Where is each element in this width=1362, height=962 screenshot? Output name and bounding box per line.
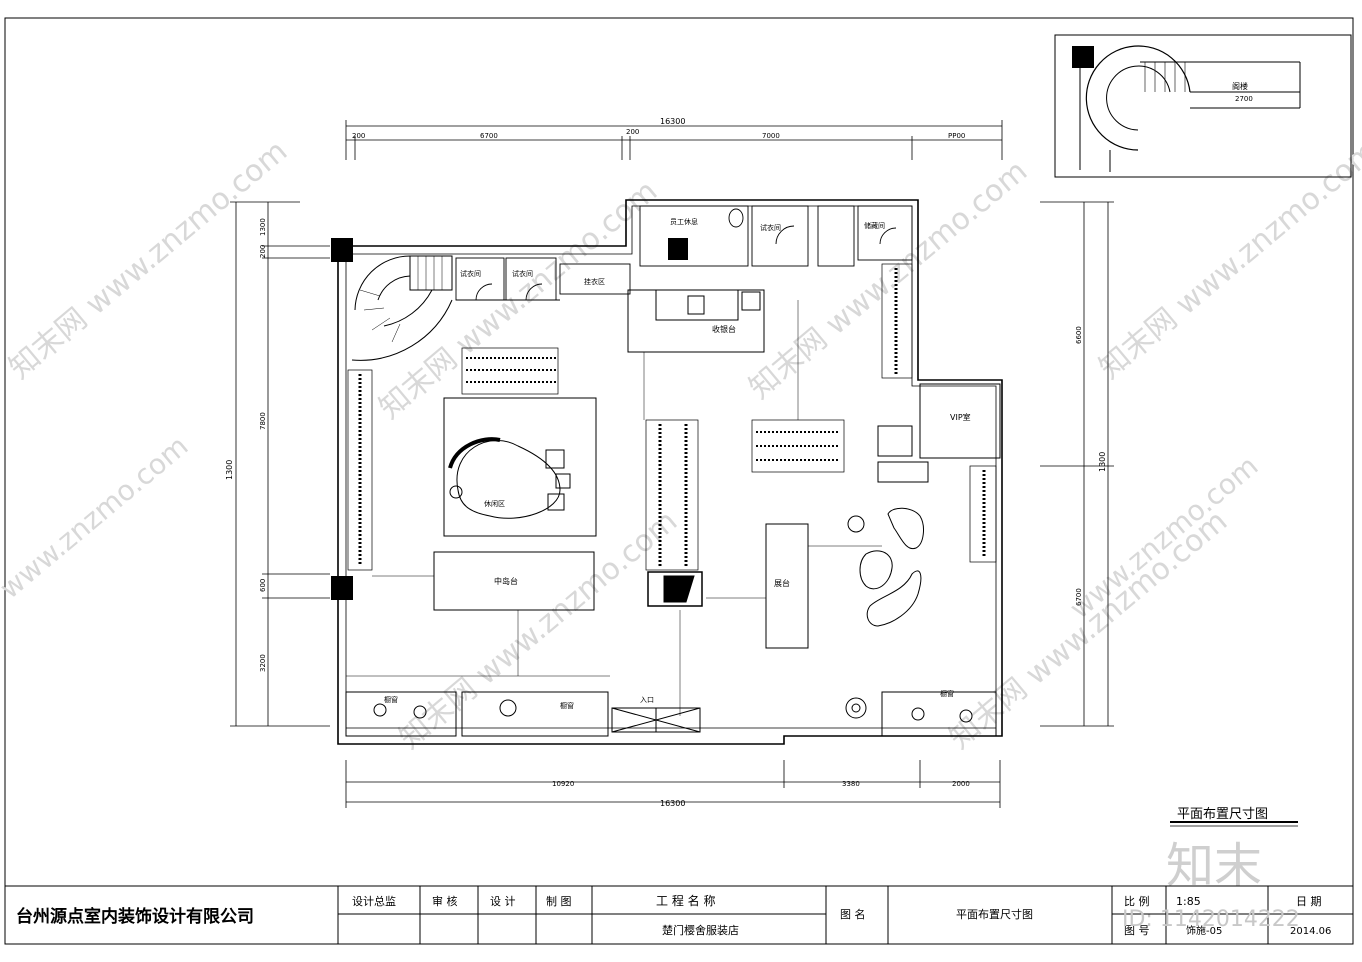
bottom-dimensions bbox=[345, 760, 1001, 808]
tb-project-name: 楚门樱舍服装店 bbox=[662, 923, 739, 937]
dim-bottom-1: 10920 bbox=[552, 780, 574, 788]
guide-lines bbox=[346, 300, 882, 716]
room-window-left: 橱窗 bbox=[384, 695, 398, 704]
spiral-staircase bbox=[351, 255, 453, 361]
tb-date: 2014.06 bbox=[1290, 926, 1331, 937]
dim-top-5: PP00 bbox=[948, 132, 965, 140]
watermark: 知末网 www.znzmo.com bbox=[393, 504, 684, 756]
top-dimensions bbox=[345, 120, 1003, 160]
column bbox=[331, 576, 353, 600]
room-storage: 储藏间 bbox=[864, 221, 885, 230]
dim-right-2: 6700 bbox=[1075, 588, 1083, 606]
dim-right-1: 6600 bbox=[1075, 326, 1083, 344]
dim-left-4: 600 bbox=[259, 579, 267, 592]
room-staff: 员工休息 bbox=[670, 217, 698, 226]
loft-dim: 2700 bbox=[1235, 95, 1253, 103]
mirror-box bbox=[647, 571, 703, 607]
left-dimensions bbox=[230, 201, 330, 727]
lounge-area bbox=[443, 397, 597, 537]
watermark: 知末网 www.znzmo.com bbox=[943, 504, 1234, 756]
tb-drawing-no: 饰施-05 bbox=[1186, 924, 1222, 937]
dim-top-3: 200 bbox=[626, 128, 639, 136]
room-display-table: 展台 bbox=[774, 578, 790, 588]
dim-top-1: 200 bbox=[352, 132, 365, 140]
right-seating bbox=[845, 507, 924, 719]
dim-left-3: 7800 bbox=[259, 412, 267, 430]
dim-top-2: 6700 bbox=[480, 132, 498, 140]
dim-left-total: 1300 bbox=[225, 460, 234, 480]
clothing-racks bbox=[347, 263, 997, 571]
dim-left-1: 1300 bbox=[259, 218, 267, 236]
watermark-layer: 知末网 www.znzmo.com 知末网 www.znzmo.com 知末网 … bbox=[0, 134, 1362, 756]
loft-label: 阁楼 bbox=[1232, 81, 1248, 91]
vip-room bbox=[877, 383, 1001, 483]
room-cashier: 收银台 bbox=[712, 324, 736, 334]
watermark: 知末网 www.znzmo.com bbox=[3, 134, 294, 386]
top-rooms bbox=[455, 205, 913, 301]
dim-left-2: 200 bbox=[259, 245, 267, 258]
room-lounge: 休闲区 bbox=[484, 499, 505, 508]
id-overlay: ID: 1142014222 bbox=[1122, 907, 1300, 932]
room-island: 中岛台 bbox=[494, 576, 518, 586]
dim-bottom-overall: 16300 bbox=[660, 799, 685, 808]
island-table bbox=[433, 551, 595, 611]
tb-drawing-name-label: 图 名 bbox=[840, 907, 866, 921]
shop-windows bbox=[345, 691, 997, 737]
room-entrance: 入口 bbox=[640, 696, 654, 704]
tb-review: 审 核 bbox=[432, 894, 458, 908]
dim-top-overall: 16300 bbox=[660, 117, 685, 126]
watermark: www.znzmo.com bbox=[0, 429, 194, 605]
tb-design: 设 计 bbox=[490, 895, 516, 908]
drawing-title: 平面布置尺寸图 bbox=[1177, 807, 1268, 822]
column bbox=[668, 238, 688, 260]
display-table bbox=[765, 523, 809, 649]
room-fitting2: 试衣间 bbox=[512, 269, 533, 278]
room-window-right: 橱窗 bbox=[940, 689, 954, 698]
loft-inset: 阁楼 2700 bbox=[1054, 34, 1352, 178]
tb-design-supervisor: 设计总监 bbox=[352, 894, 396, 908]
tb-scale-label: 比 例 bbox=[1124, 894, 1150, 908]
watermark: www.znzmo.com bbox=[1063, 449, 1264, 625]
cashier-counter bbox=[627, 289, 765, 353]
dim-bottom-3: 2000 bbox=[952, 780, 970, 788]
building-walls bbox=[337, 199, 1003, 745]
room-window-mid: 橱窗 bbox=[560, 701, 574, 710]
room-hang: 挂衣区 bbox=[584, 277, 605, 286]
title-block bbox=[4, 885, 1354, 945]
dim-bottom-2: 3380 bbox=[842, 780, 860, 788]
tb-drawing-no-label: 图 号 bbox=[1124, 924, 1150, 937]
tb-drafting: 制 图 bbox=[546, 895, 572, 908]
company-name: 台州源点室内装饰设计有限公司 bbox=[16, 906, 254, 927]
brand-mark: 知末 bbox=[1166, 838, 1262, 894]
dim-top-4: 7000 bbox=[762, 132, 780, 140]
tb-date-label: 日 期 bbox=[1296, 895, 1322, 908]
dim-left-5: 3200 bbox=[259, 654, 267, 672]
room-vip: VIP室 bbox=[950, 412, 971, 422]
column bbox=[331, 238, 353, 262]
tb-project-label: 工 程 名 称 bbox=[656, 893, 715, 908]
dim-right-total: 1300 bbox=[1098, 452, 1107, 472]
watermark: 知末网 www.znzmo.com bbox=[743, 154, 1034, 406]
room-fitting1: 试衣间 bbox=[460, 269, 481, 278]
tb-drawing-name: 平面布置尺寸图 bbox=[956, 907, 1033, 921]
watermark: 知末网 www.znzmo.com bbox=[1093, 134, 1362, 386]
right-dimensions bbox=[1040, 201, 1114, 727]
room-fitting3: 试衣间 bbox=[760, 223, 781, 232]
tb-scale: 1:85 bbox=[1176, 895, 1201, 908]
